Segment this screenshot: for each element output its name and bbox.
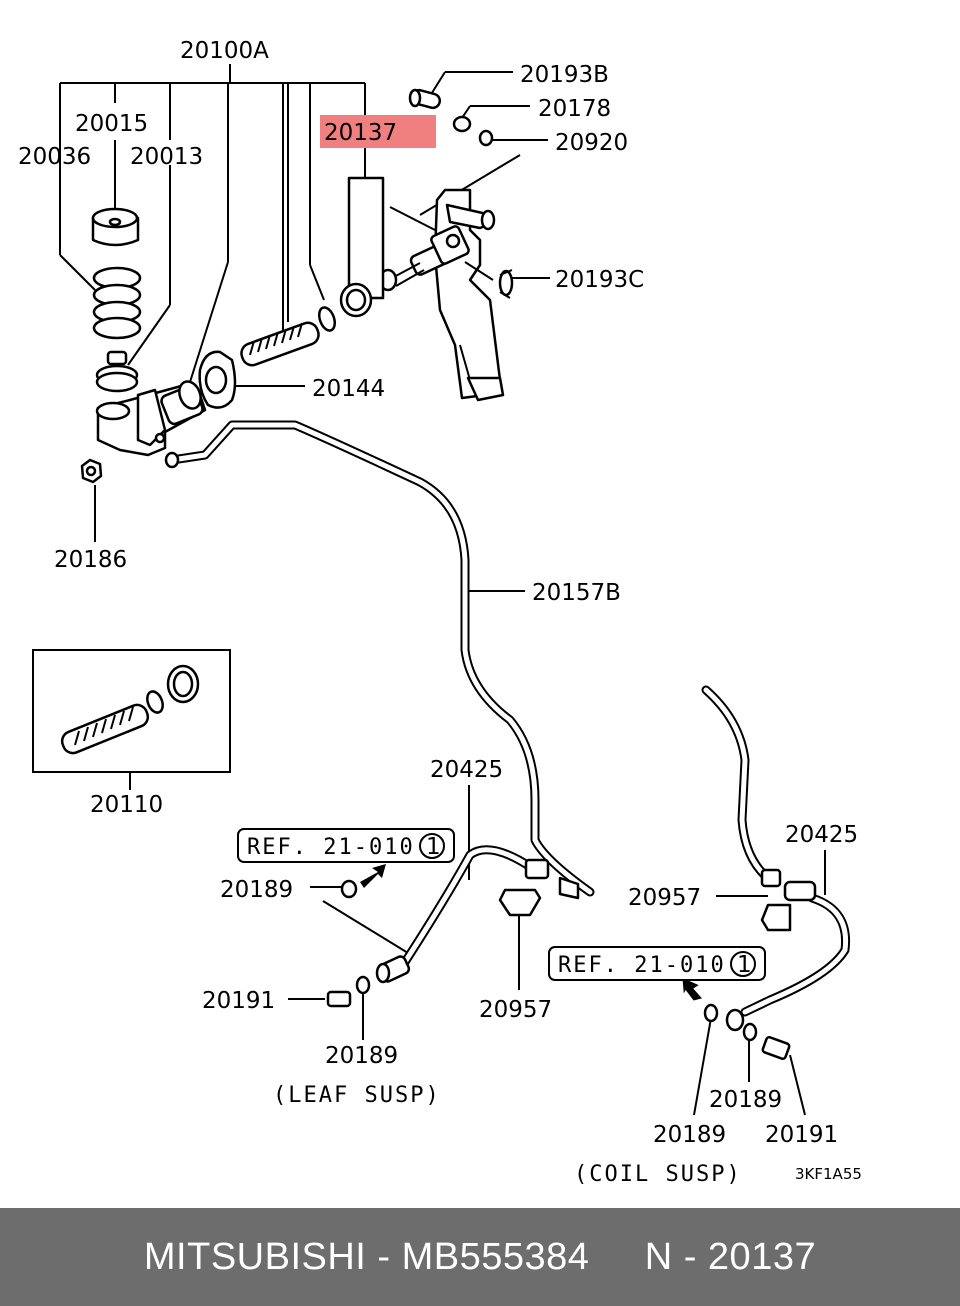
label-20425-right: 20425 [785,822,858,848]
hose-20425-left [375,845,550,984]
clips-20957 [498,888,792,932]
clutch-pedal [433,188,505,402]
part-20186-nut [80,458,103,484]
ref-right-num: 1 [737,952,752,978]
pipe-right [701,685,782,888]
label-20157B: 20157B [532,580,621,606]
label-20193C: 20193C [555,267,644,293]
highlight-box [320,115,436,148]
caption-coil-susp: (COIL SUSP) [574,1162,742,1187]
hose-20425-right [725,880,851,1032]
label-20137: 20137 [324,120,397,146]
label-20425-left: 20425 [430,757,503,783]
caption-leaf-susp: (LEAF SUSP) [273,1083,441,1108]
label-20144: 20144 [312,376,385,402]
ref-left-text: REF. 21-010 [247,835,415,860]
label-20110: 20110 [90,792,163,818]
pushrod [378,225,470,292]
ref-box-left: REF. 21-010 1 [237,828,455,863]
label-20920: 20920 [555,130,628,156]
pipe-20157B [164,420,595,900]
label-20191-right: 20191 [765,1122,838,1148]
fasteners-bottom [326,879,791,1061]
label-20036: 20036 [18,144,91,170]
ref-left-num: 1 [426,834,441,860]
footer-bar: MITSUBISHI - MB555384 N - 20137 [0,1208,960,1306]
label-20015: 20015 [75,111,148,137]
label-20186: 20186 [54,547,127,573]
parts-diagram: 20100A 20015 20036 20013 20137 20193B 20… [18,38,862,1187]
label-20957-right: 20957 [628,885,701,911]
label-20178: 20178 [538,96,611,122]
label-20189-b: 20189 [325,1043,398,1069]
label-20957-left: 20957 [479,997,552,1023]
inset-20110 [32,649,231,773]
label-20189-a: 20189 [220,877,293,903]
label-20193B: 20193B [520,62,609,88]
part-labels: 20100A 20015 20036 20013 20137 20193B 20… [18,38,858,1148]
footer-part-number: MITSUBISHI - MB555384 N - 20137 [143,1235,817,1278]
small-parts-top [408,88,514,299]
part-20144-gasket [198,350,237,409]
drawing-code: 3KF1A55 [795,1165,862,1183]
label-20189-d: 20189 [653,1122,726,1148]
ref-right-text: REF. 21-010 [558,953,726,978]
arrow-icons [360,864,702,1001]
master-piston [240,306,337,367]
master-cylinder [91,207,207,457]
label-20100A: 20100A [180,38,269,64]
label-20189-c: 20189 [709,1087,782,1113]
ref-box-right: REF. 21-010 1 [548,946,766,981]
part-20137-boot [339,176,385,318]
label-20013: 20013 [130,144,203,170]
label-20191-left: 20191 [202,988,275,1014]
